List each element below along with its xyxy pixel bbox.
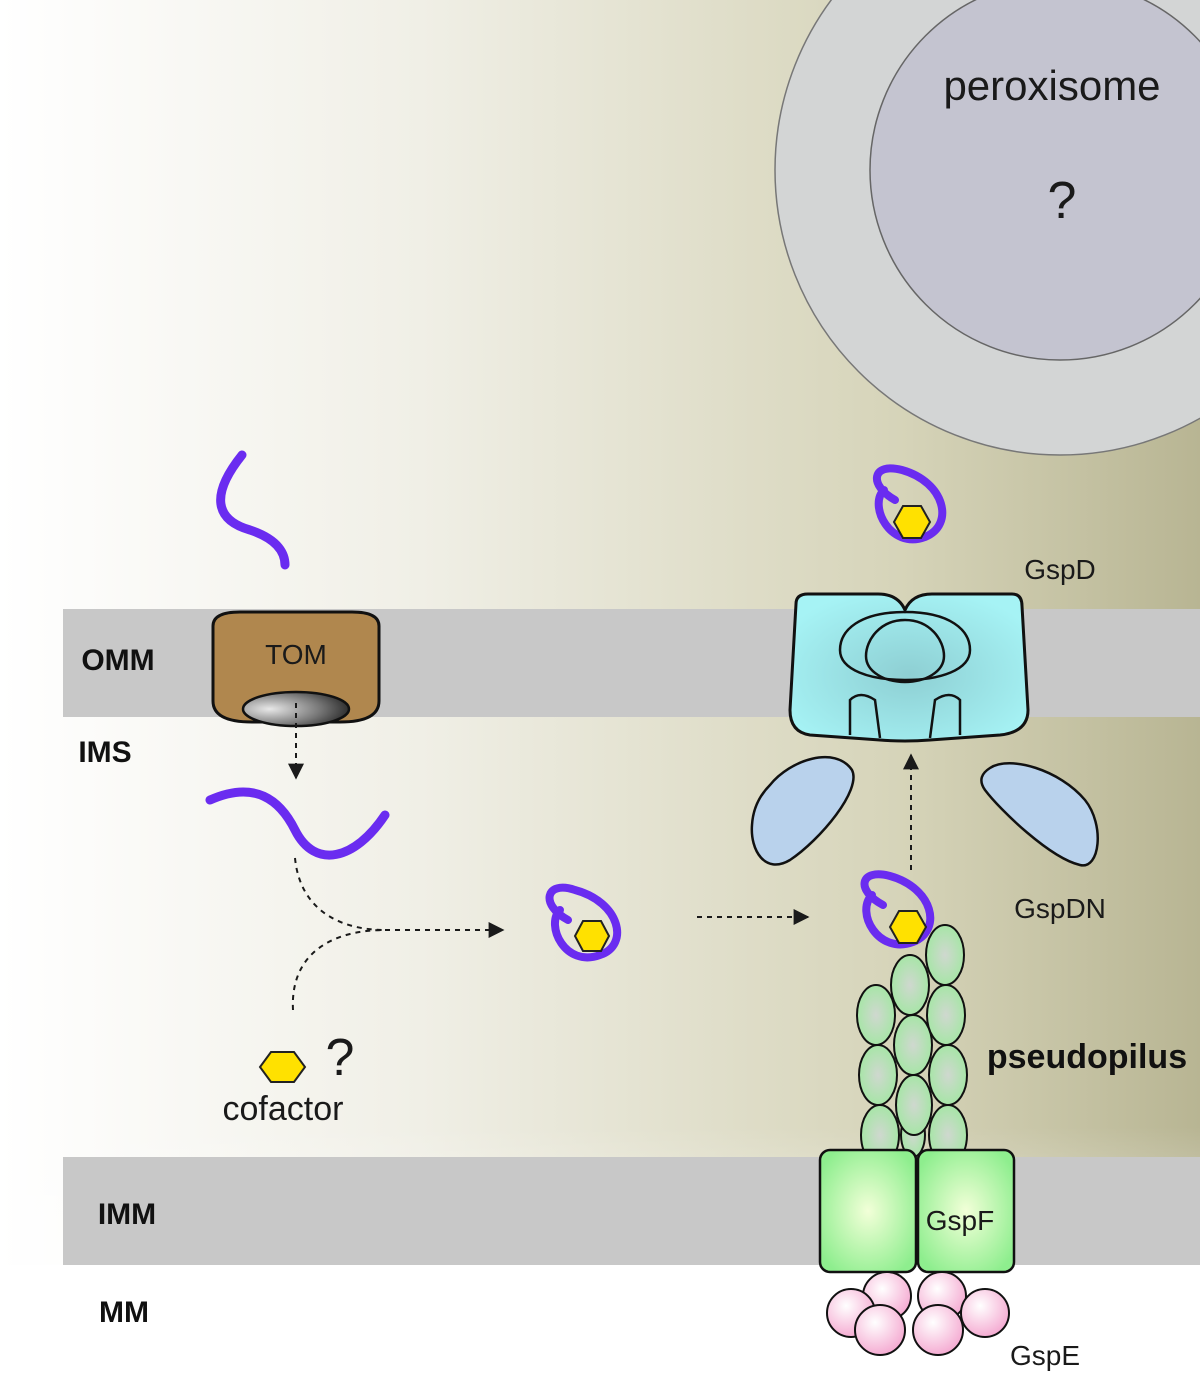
pseudopilus-label: pseudopilus [987,1038,1187,1076]
gspd-inner-loop-right-2 [904,618,946,684]
omm-label: OMM [81,644,154,677]
pseudopilus-subunit [890,954,930,1016]
imm-label: IMM [98,1198,156,1231]
tom-label: TOM [265,639,327,670]
gspf-label: GspF [926,1205,994,1236]
gspdn-domain-right [980,762,1099,867]
gspd-body [788,592,1030,743]
gspdn-label: GspDN [1014,893,1106,924]
bound-cofactor [573,920,611,952]
pseudopilus: pseudopilus [856,924,1187,1166]
tom-complex: TOM [211,610,381,728]
protein-merge-arrow [294,857,386,931]
secreted-chain [873,464,947,544]
gspf: GspF [818,1148,1016,1274]
gspf-subunit-left [818,1148,918,1274]
pseudopilus-subunit [926,984,966,1046]
peroxisome-label: peroxisome [943,62,1160,109]
pseudopilus-subunit [858,1044,898,1106]
pseudopilus-cofactor [888,910,928,944]
gspe-subunit [912,1304,964,1356]
gspd-leg-right [928,693,962,739]
pseudopilus-subunit [895,1074,933,1136]
pseudopilus-subunit [893,1014,933,1076]
gspe-subunit [960,1288,1010,1338]
peroxisome: peroxisome ? [774,0,1200,456]
folded-chain [545,883,622,962]
cofactor-hexagon [258,1051,307,1083]
gspf-subunit-right [916,1148,1016,1274]
gspdn-domain-left [750,755,855,866]
folded-protein-pseudopilus [860,870,935,949]
secreted-cofactor [892,505,932,539]
unfolded-protein-chain-ims [205,787,390,860]
mm-label: MM [99,1296,149,1329]
tom-body [211,610,381,724]
gspe: GspE [826,1271,1080,1371]
pseudopilus-subunit [925,924,965,986]
cofactor-label: cofactor [223,1090,344,1128]
cofactor-question-mark: ? [326,1029,355,1087]
folded-protein-secreted [873,464,947,544]
peroxisome-question-mark: ? [1048,172,1077,230]
gspd-leg-left [848,693,882,739]
tom-pore [241,690,351,728]
unfolded-protein-chain-cytosol [216,450,290,570]
gspe-subunit [854,1304,906,1356]
gspd-inner-loop-left [838,610,906,682]
gspd-inner-loop-left-2 [864,618,906,684]
gspe-label: GspE [1010,1340,1080,1371]
folded-protein-middle [545,883,622,962]
cofactor-merge-arrow [291,929,386,1011]
pseudopilus-subunit [928,1044,968,1106]
gspd-secretin: GspD [788,554,1096,743]
gspd-inner-loop-right [904,610,972,682]
ims-label: IMS [78,736,131,769]
pseudopilus-subunit [856,984,896,1046]
pseudopilus-chain [860,870,935,949]
gspd-label: GspD [1024,554,1096,585]
peroxisome-lumen [869,0,1200,361]
inner-mitochondrial-membrane [63,1157,1200,1265]
